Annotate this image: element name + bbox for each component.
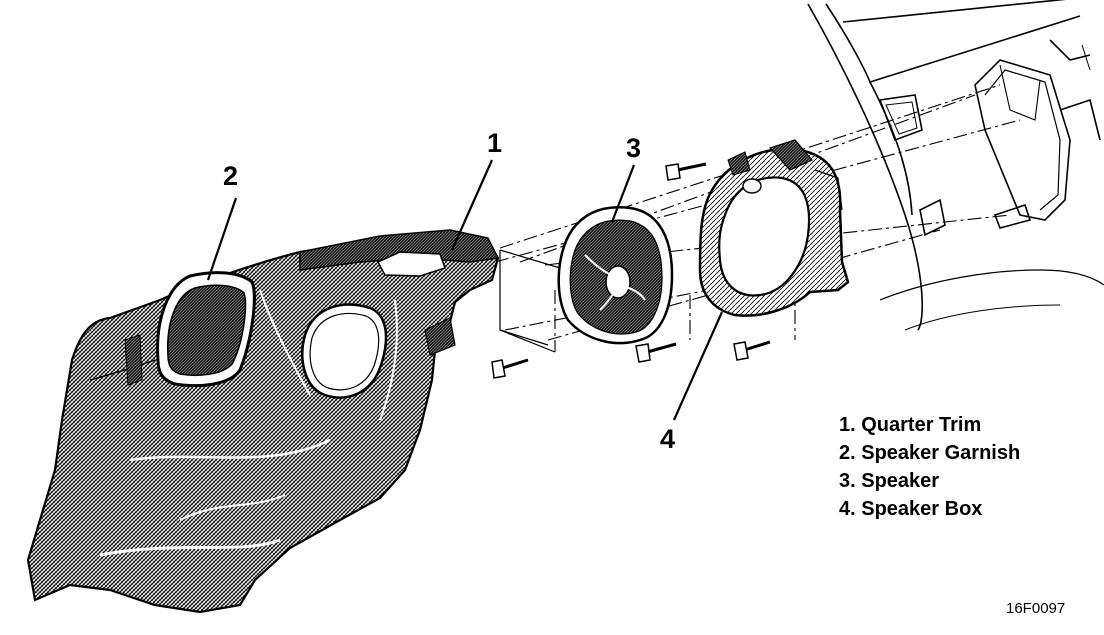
screw-1: [665, 162, 707, 181]
parts-legend: 1. Quarter Trim 2. Speaker Garnish 3. Sp…: [839, 411, 1020, 523]
legend-item-quarter-trim: 1. Quarter Trim: [839, 414, 982, 436]
callout-1: 1: [487, 128, 503, 158]
screw-4: [733, 340, 771, 361]
speaker-garnish-part: [156, 271, 256, 388]
callout-2: 2: [223, 161, 239, 191]
vehicle-body-panel: [807, 0, 1104, 331]
speaker-projection-box: [499, 249, 561, 353]
leader-line-1: [450, 159, 494, 251]
leader-line-3: [610, 164, 636, 223]
callout-4: 4: [660, 424, 676, 454]
legend-item-speaker-garnish: 2. Speaker Garnish: [839, 442, 1021, 464]
speaker-box-part: [698, 139, 850, 317]
leader-line-2: [206, 197, 238, 281]
figure-code: 16F0097: [1006, 600, 1066, 617]
quarter-trim-part: [26, 229, 500, 614]
leader-line-4: [672, 311, 724, 421]
screw-2: [491, 358, 529, 379]
legend-item-speaker-box: 4. Speaker Box: [839, 498, 983, 520]
callout-3: 3: [626, 133, 642, 163]
screw-3: [635, 342, 677, 363]
leader-lines: [206, 159, 724, 421]
speaker-part: [557, 206, 674, 345]
legend-item-speaker: 3. Speaker: [839, 470, 940, 492]
